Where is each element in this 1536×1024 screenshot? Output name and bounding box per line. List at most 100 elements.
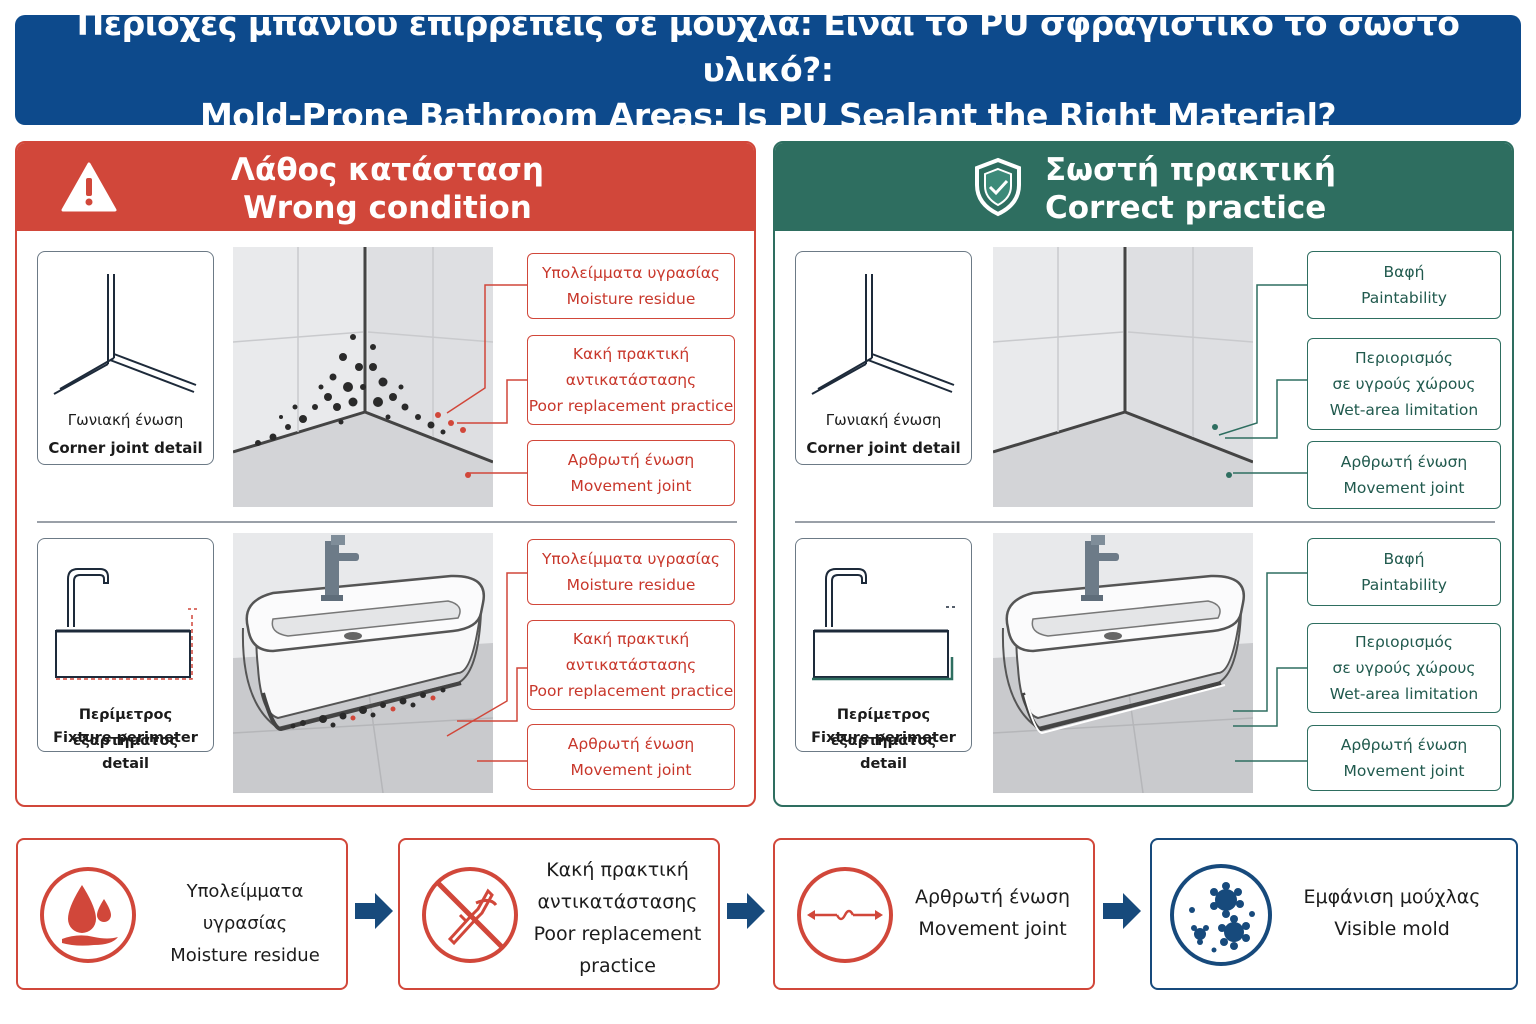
flow-step-moisture-residue: Υπολείμματα υγρασίας Moisture residue [16,838,348,990]
title-greek: Περιοχές μπάνιου επιρρεπείς σε μούχλα: Ε… [76,4,1460,89]
label-text-english: Poor replacement practice [528,682,734,700]
fixture-perimeter-card: Περίμετρος εξαρτήματος Fixture perimeter… [795,538,972,772]
flow-step-movement-joint: Αρθρωτή ένωση Movement joint [773,838,1095,990]
corner-card-greek: Γωνιακή ένωση [67,411,184,429]
connector-lines-bottom [1233,572,1307,762]
label-poor-replacement-top: Κακή πρακτική αντικατάστασης Poor replac… [527,335,735,425]
flow-step-text: Κακή πρακτική αντικατάστασης Poor replac… [530,854,705,982]
label-text-greek-2: αντικατάστασης [565,371,697,389]
corner-joint-card: Γωνιακή ένωση Corner joint detail [37,251,214,465]
label-text-english: Poor replacement practice [528,397,734,415]
label-text-greek: Υπολείμματα υγρασίας [541,264,721,282]
clean-corner-photo [993,247,1253,507]
fixture-card-greek: Περίμετρος εξαρτήματος [73,707,178,749]
correct-title-greek: Σωστή πρακτική [1045,152,1336,188]
label-text-greek-2: σε υγρούς χώρους [1332,659,1476,677]
fixture-card-english: Fixture perimeter detail [53,730,198,772]
label-text-greek: Βαφή [1383,263,1425,281]
wrong-title-greek: Λάθος κατάσταση [231,152,544,188]
arrow-right-icon [1103,893,1141,929]
label-text-english: Movement joint [570,761,692,779]
flow-step-text: Εμφάνιση μούχλας Visible mold [1292,881,1492,945]
label-text-greek-1: Περιορισμός [1355,633,1453,651]
label-text-greek: Βαφή [1383,550,1425,568]
label-paintability-top: Βαφή Paintability [1307,251,1501,319]
label-text-greek: Αρθρωτή ένωση [567,735,695,753]
arrow-right-icon [727,893,765,929]
flow-text-english-2: practice [579,955,656,977]
label-paintability-bottom: Βαφή Paintability [1307,538,1501,606]
label-text-greek-1: Περιορισμός [1355,349,1453,367]
wrong-condition-panel: Λάθος κατάσταση Wrong condition Γωνιακή … [15,141,756,807]
label-text-greek: Αρθρωτή ένωση [1340,453,1468,471]
flow-step-poor-replacement: Κακή πρακτική αντικατάστασης Poor replac… [398,838,720,990]
fixture-diagram [54,568,198,680]
corner-card-english: Corner joint detail [48,439,203,457]
label-text-english: Movement joint [1343,762,1465,780]
flow-text-english: Visible mold [1334,918,1450,940]
label-text-english: Wet-area limitation [1329,401,1479,419]
corner-card-greek: Γωνιακή ένωση [825,411,942,429]
fixture-card-english: Fixture perimeter detail [811,730,956,772]
movement-joint-icon [797,867,893,963]
shield-check-icon [975,157,1021,217]
correct-practice-panel: Σωστή πρακτική Correct practice Γωνιακή … [773,141,1514,807]
flow-text-greek: Αρθρωτή ένωση [914,886,1071,908]
correct-panel-title: Σωστή πρακτική Correct practice [1045,151,1336,227]
mold-spores-icon [1170,864,1272,966]
label-text-greek: Αρθρωτή ένωση [1340,736,1468,754]
label-text-greek-1: Κακή πρακτική [572,345,690,363]
warning-icon [61,162,117,212]
label-moisture-residue-bottom: Υπολείμματα υγρασίας Moisture residue [527,539,735,605]
label-wet-area-limitation-bottom: Περιορισμός σε υγρούς χώρους Wet-area li… [1307,623,1501,713]
corner-card-english: Corner joint detail [806,439,961,457]
no-tool-icon [422,867,518,963]
mold-spots [290,687,446,729]
panel-divider [37,521,737,523]
label-moisture-residue-top: Υπολείμματα υγρασίας Moisture residue [527,253,735,319]
label-movement-joint-bottom: Αρθρωτή ένωση Movement joint [527,724,735,790]
label-wet-area-limitation-top: Περιορισμός σε υγρούς χώρους Wet-area li… [1307,338,1501,430]
fixture-perimeter-card: Περίμετρος εξαρτήματος Fixture perimeter… [37,538,214,772]
connector-lines-top [1218,284,1307,474]
flow-text-greek-2: αντικατάστασης [537,891,698,913]
label-text-english: Paintability [1361,576,1447,594]
label-text-english: Wet-area limitation [1329,685,1479,703]
wrong-panel-header: Λάθος κατάσταση Wrong condition [17,143,754,231]
corner-joint-diagram [53,274,197,395]
flow-text-greek: Υπολείμματα υγρασίας [186,881,304,934]
corner-joint-diagram [811,274,955,395]
label-text-greek: Αρθρωτή ένωση [567,451,695,469]
label-text-greek-1: Κακή πρακτική [572,630,690,648]
fixture-card-greek: Περίμετρος εξαρτήματος [831,707,936,749]
correct-panel-header: Σωστή πρακτική Correct practice [775,143,1512,231]
label-text-greek-2: σε υγρούς χώρους [1332,375,1476,393]
label-text-greek-2: αντικατάστασης [565,656,697,674]
flow-text-greek-1: Κακή πρακτική [546,859,689,881]
arrow-right-icon [355,893,393,929]
flow-text-greek: Εμφάνιση μούχλας [1303,886,1481,908]
flow-step-visible-mold: Εμφάνιση μούχλας Visible mold [1150,838,1518,990]
panel-divider [795,521,1495,523]
label-text-english: Moisture residue [566,576,696,594]
corner-joint-card: Γωνιακή ένωση Corner joint detail [795,251,972,465]
connector-lines-top [446,284,527,474]
label-text-english: Movement joint [1343,479,1465,497]
wrong-title-english: Wrong condition [243,190,532,226]
water-drop-icon [40,867,136,963]
label-text-english: Moisture residue [566,290,696,308]
label-text-greek: Υπολείμματα υγρασίας [541,550,721,568]
main-title-banner: Περιοχές μπάνιου επιρρεπείς σε μούχλα: Ε… [15,4,1521,135]
flow-text-english-1: Poor replacement [533,923,702,945]
flow-text-english: Moisture residue [170,945,320,966]
label-text-english: Movement joint [570,477,692,495]
wrong-panel-title: Λάθος κατάσταση Wrong condition [17,151,754,227]
clean-sink-photo [993,533,1253,793]
moldy-sink-photo [233,533,493,793]
title-english: Mold-Prone Bathroom Areas: Is PU Sealant… [199,96,1337,135]
flow-step-text: Αρθρωτή ένωση Movement joint [905,881,1080,945]
connector-lines-bottom [446,572,527,762]
correct-title-english: Correct practice [1045,190,1327,226]
fixture-diagram [812,568,956,681]
mold-spots [255,334,446,446]
